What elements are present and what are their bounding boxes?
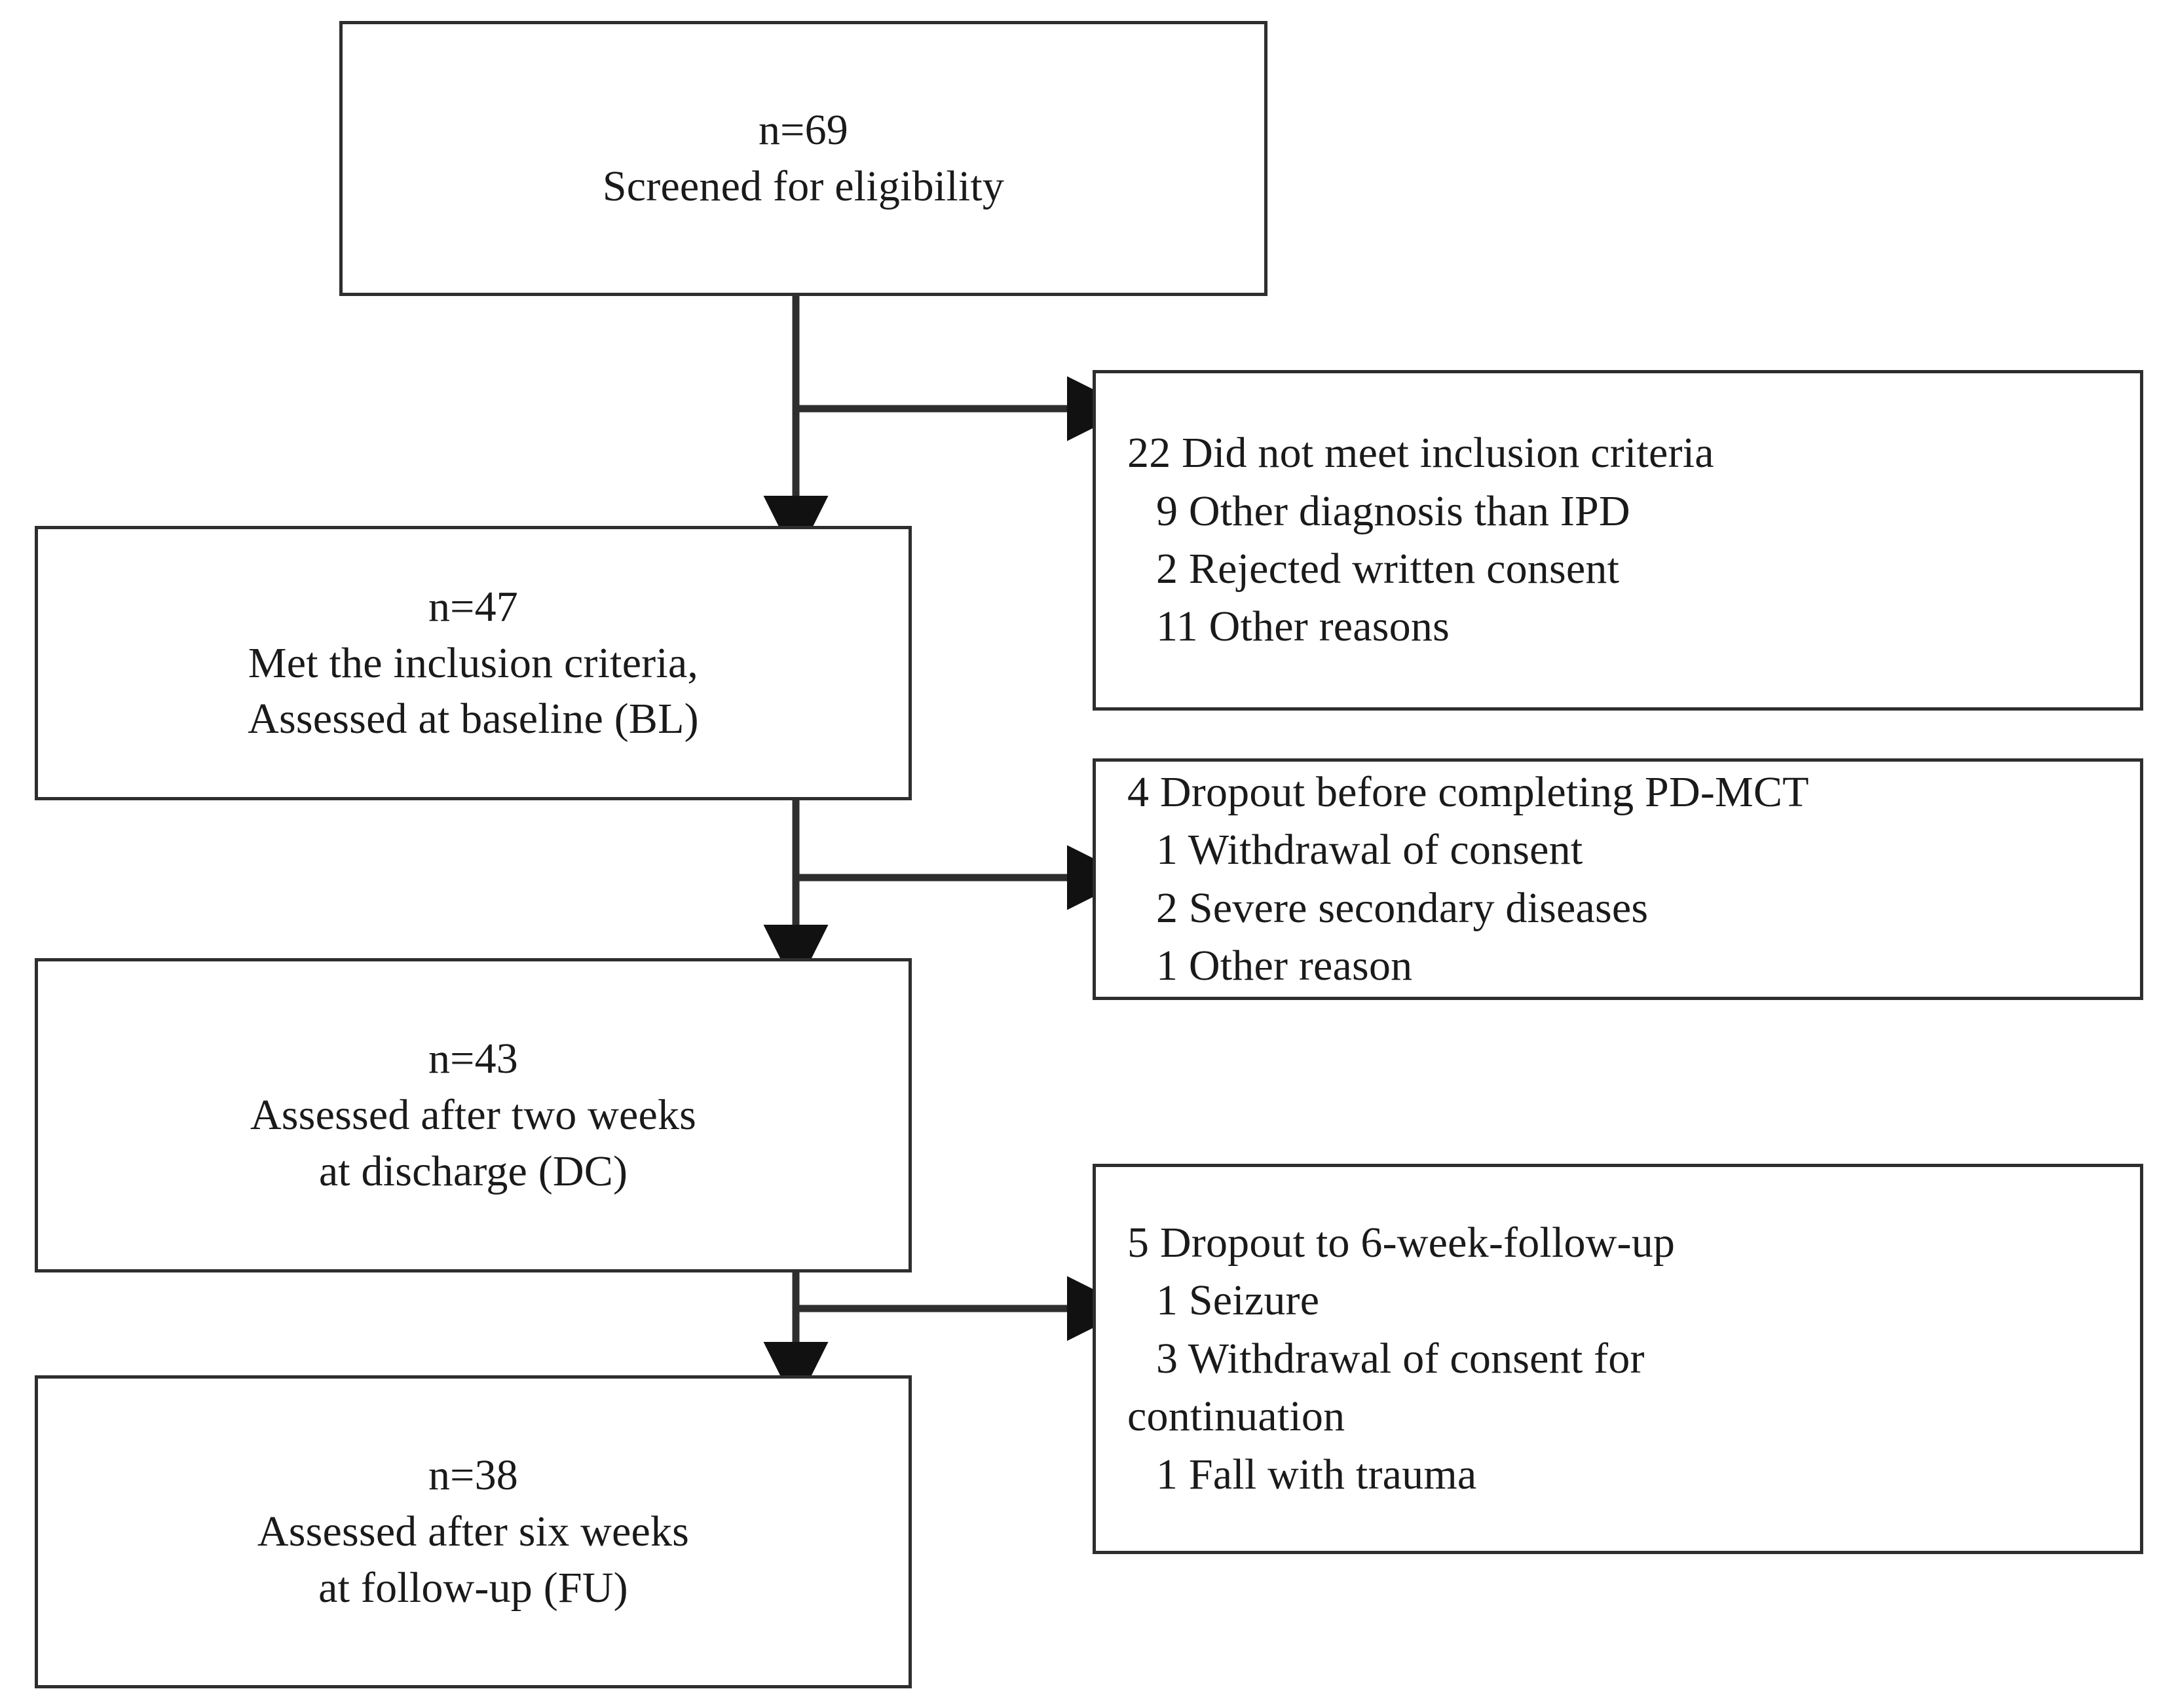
node-line: Assessed at baseline (BL)	[248, 695, 699, 743]
node-line: at follow-up (FU)	[318, 1563, 628, 1612]
node-line: Assessed after two weeks	[250, 1091, 697, 1140]
node-met-inclusion-criteria[interactable]: n=47 Met the inclusion criteria, Assesse…	[35, 526, 912, 800]
exclusion-line: 1 Withdrawal of consent	[1156, 826, 1583, 874]
exclusion-line: 2 Severe secondary diseases	[1156, 883, 1649, 932]
node-line: Assessed after six weeks	[257, 1508, 690, 1556]
node-line: Met the inclusion criteria,	[248, 639, 699, 687]
exclusion-line: 22 Did not meet inclusion criteria	[1127, 429, 1714, 477]
exclusion-line: 4 Dropout before completing PD-MCT	[1127, 768, 1809, 816]
node-line: Screened for eligibility	[602, 162, 1005, 210]
exclusion-line: 11 Other reasons	[1156, 603, 1450, 651]
node-line: at discharge (DC)	[318, 1147, 628, 1195]
node-excluded-at-screening[interactable]: 22 Did not meet inclusion criteria 9 Oth…	[1093, 370, 2143, 711]
exclusion-line: 9 Other diagnosis than IPD	[1156, 487, 1630, 535]
node-line: n=43	[428, 1035, 519, 1083]
exclusion-line: 2 Rejected written consent	[1156, 545, 1620, 593]
exclusion-line: 5 Dropout to 6-week-follow-up	[1127, 1218, 1676, 1267]
node-excluded-before-pd-mct[interactable]: 4 Dropout before completing PD-MCT 1 Wit…	[1093, 758, 2143, 1000]
node-excluded-before-follow-up[interactable]: 5 Dropout to 6-week-follow-up 1 Seizure …	[1093, 1164, 2143, 1554]
node-assessed-at-discharge[interactable]: n=43 Assessed after two weeks at dischar…	[35, 958, 912, 1272]
node-screened-for-eligibility[interactable]: n=69 Screened for eligibility	[339, 21, 1267, 296]
node-line: n=47	[428, 582, 519, 631]
exclusion-line: 1 Seizure	[1156, 1276, 1320, 1325]
node-line: n=38	[428, 1451, 519, 1500]
exclusion-line: 1 Other reason	[1156, 941, 1413, 990]
node-assessed-at-follow-up[interactable]: n=38 Assessed after six weeks at follow-…	[35, 1375, 912, 1688]
node-line: n=69	[758, 106, 849, 155]
exclusion-line: 3 Withdrawal of consent for	[1156, 1334, 1645, 1383]
exclusion-line: 1 Fall with trauma	[1156, 1450, 1477, 1498]
exclusion-line: continuation	[1127, 1392, 1345, 1441]
